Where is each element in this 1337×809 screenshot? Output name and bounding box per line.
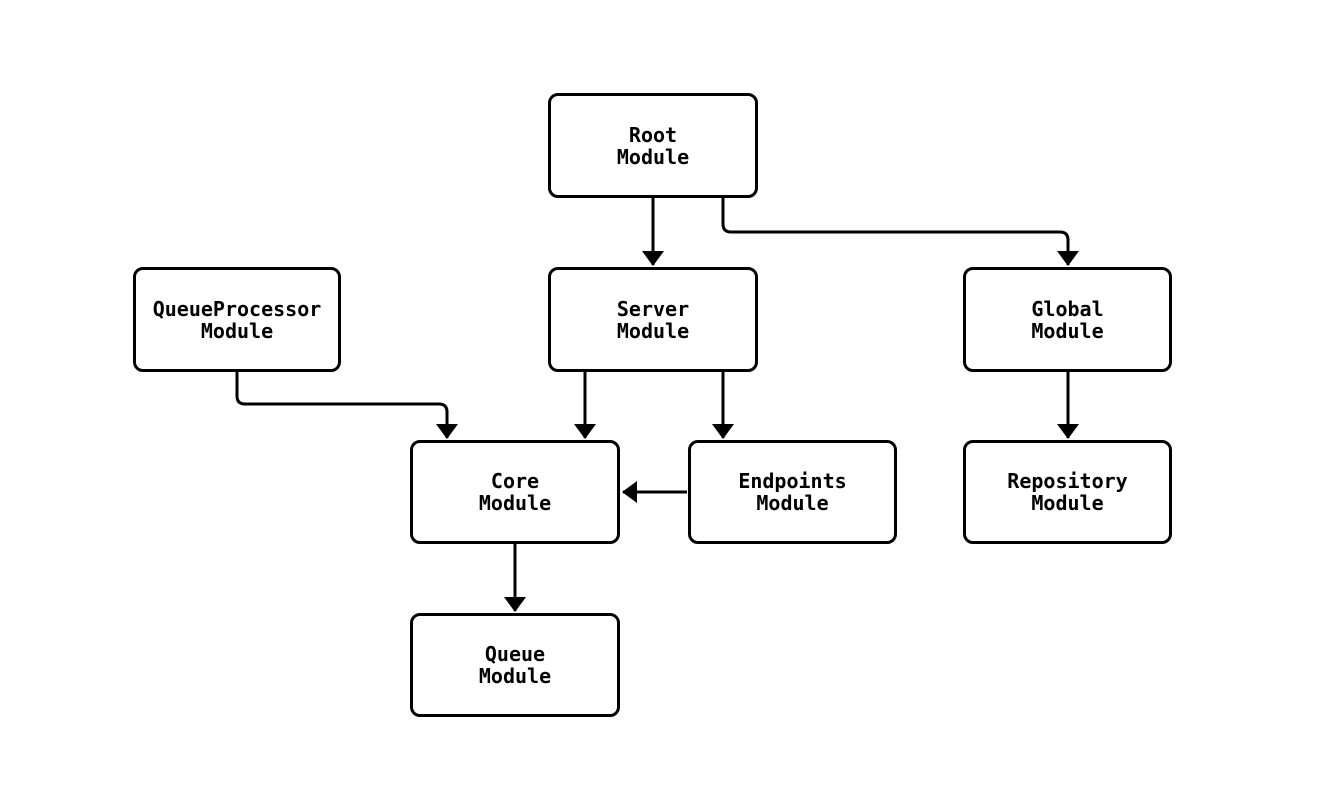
edge-queue-processor-core [235,372,458,439]
node-queue: Queue Module [410,613,620,717]
node-global: Global Module [963,267,1172,372]
node-core: Core Module [410,440,620,544]
edge-root-global [721,198,1079,266]
node-root: Root Module [548,93,758,198]
node-repository: Repository Module [963,440,1172,544]
node-endpoints: Endpoints Module [688,440,897,544]
node-queue-processor: QueueProcessor Module [133,267,341,372]
node-server: Server Module [548,267,758,372]
